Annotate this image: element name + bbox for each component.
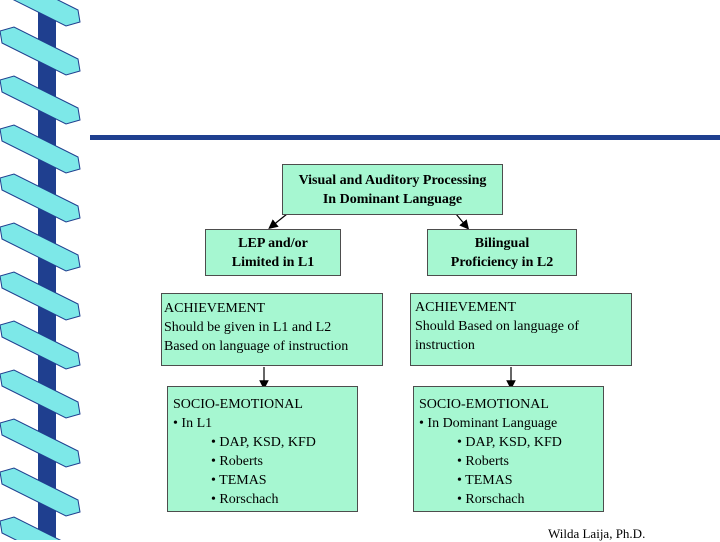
left-socio-item: • DAP, KSD, KFD <box>211 435 316 450</box>
right-achievement-line-1: Should Based on language of <box>415 319 580 334</box>
left-socio-item: • TEMAS <box>211 473 267 488</box>
root-line-1: Visual and Auditory Processing <box>298 172 487 188</box>
right-socio-item: • Roberts <box>457 454 509 469</box>
right-header-line-1: Bilingual <box>474 235 530 251</box>
header-rule <box>90 135 720 140</box>
author-credit: Wilda Laija, Ph.D. <box>548 526 646 541</box>
spiral-coil <box>0 222 81 272</box>
right-socio-title: SOCIO-EMOTIONAL <box>419 397 549 412</box>
spiral-coil <box>0 369 81 419</box>
left-achievement-line-2: Based on language of instruction <box>164 339 349 354</box>
spiral-coil <box>0 516 62 540</box>
left-header-box: LEP and/or Limited in L1 <box>205 229 341 276</box>
right-header-box: Bilingual Proficiency in L2 <box>427 229 577 276</box>
right-achievement-title: ACHIEVEMENT <box>415 300 517 315</box>
spiral-coil <box>0 418 81 468</box>
spiral-coil <box>0 124 81 174</box>
right-socio-subtitle: • In Dominant Language <box>419 416 558 431</box>
right-header-line-2: Proficiency in L2 <box>450 254 554 270</box>
left-achievement-line-1: Should be given in L1 and L2 <box>164 320 332 335</box>
spiral-coil <box>0 26 81 76</box>
left-header-line-2: Limited in L1 <box>231 254 315 270</box>
left-achievement-title: ACHIEVEMENT <box>164 301 266 316</box>
left-socio-item: • Rorschach <box>211 492 279 507</box>
arrow-root-right <box>455 213 470 230</box>
right-socio-item: • DAP, KSD, KFD <box>457 435 562 450</box>
left-header-line-1: LEP and/or <box>238 235 308 251</box>
left-socio-title: SOCIO-EMOTIONAL <box>173 397 303 412</box>
left-socio-item: • Roberts <box>211 454 263 469</box>
left-achievement-box: ACHIEVEMENT Should be given in L1 and L2… <box>161 293 383 366</box>
root-line-2: In Dominant Language <box>322 191 463 207</box>
spiral-coil <box>12 0 81 27</box>
root-box: Visual and Auditory Processing In Domina… <box>282 164 503 215</box>
right-socio-item: • Rorschach <box>457 492 525 507</box>
spiral-coil <box>0 320 81 370</box>
right-socio-box: SOCIO-EMOTIONAL • In Dominant Language •… <box>413 386 604 512</box>
spiral-coil <box>0 173 81 223</box>
left-socio-box: SOCIO-EMOTIONAL • In L1 • DAP, KSD, KFD … <box>167 386 358 512</box>
spiral-coil <box>0 271 81 321</box>
spiral-coil <box>0 75 81 125</box>
spiral-coil <box>0 467 81 517</box>
right-socio-item: • TEMAS <box>457 473 513 488</box>
left-socio-subtitle: • In L1 <box>173 416 213 431</box>
spiral-binding <box>0 0 81 540</box>
right-achievement-box: ACHIEVEMENT Should Based on language of … <box>410 293 632 366</box>
arrow-root-left <box>268 213 288 229</box>
right-achievement-line-2: instruction <box>415 338 475 353</box>
